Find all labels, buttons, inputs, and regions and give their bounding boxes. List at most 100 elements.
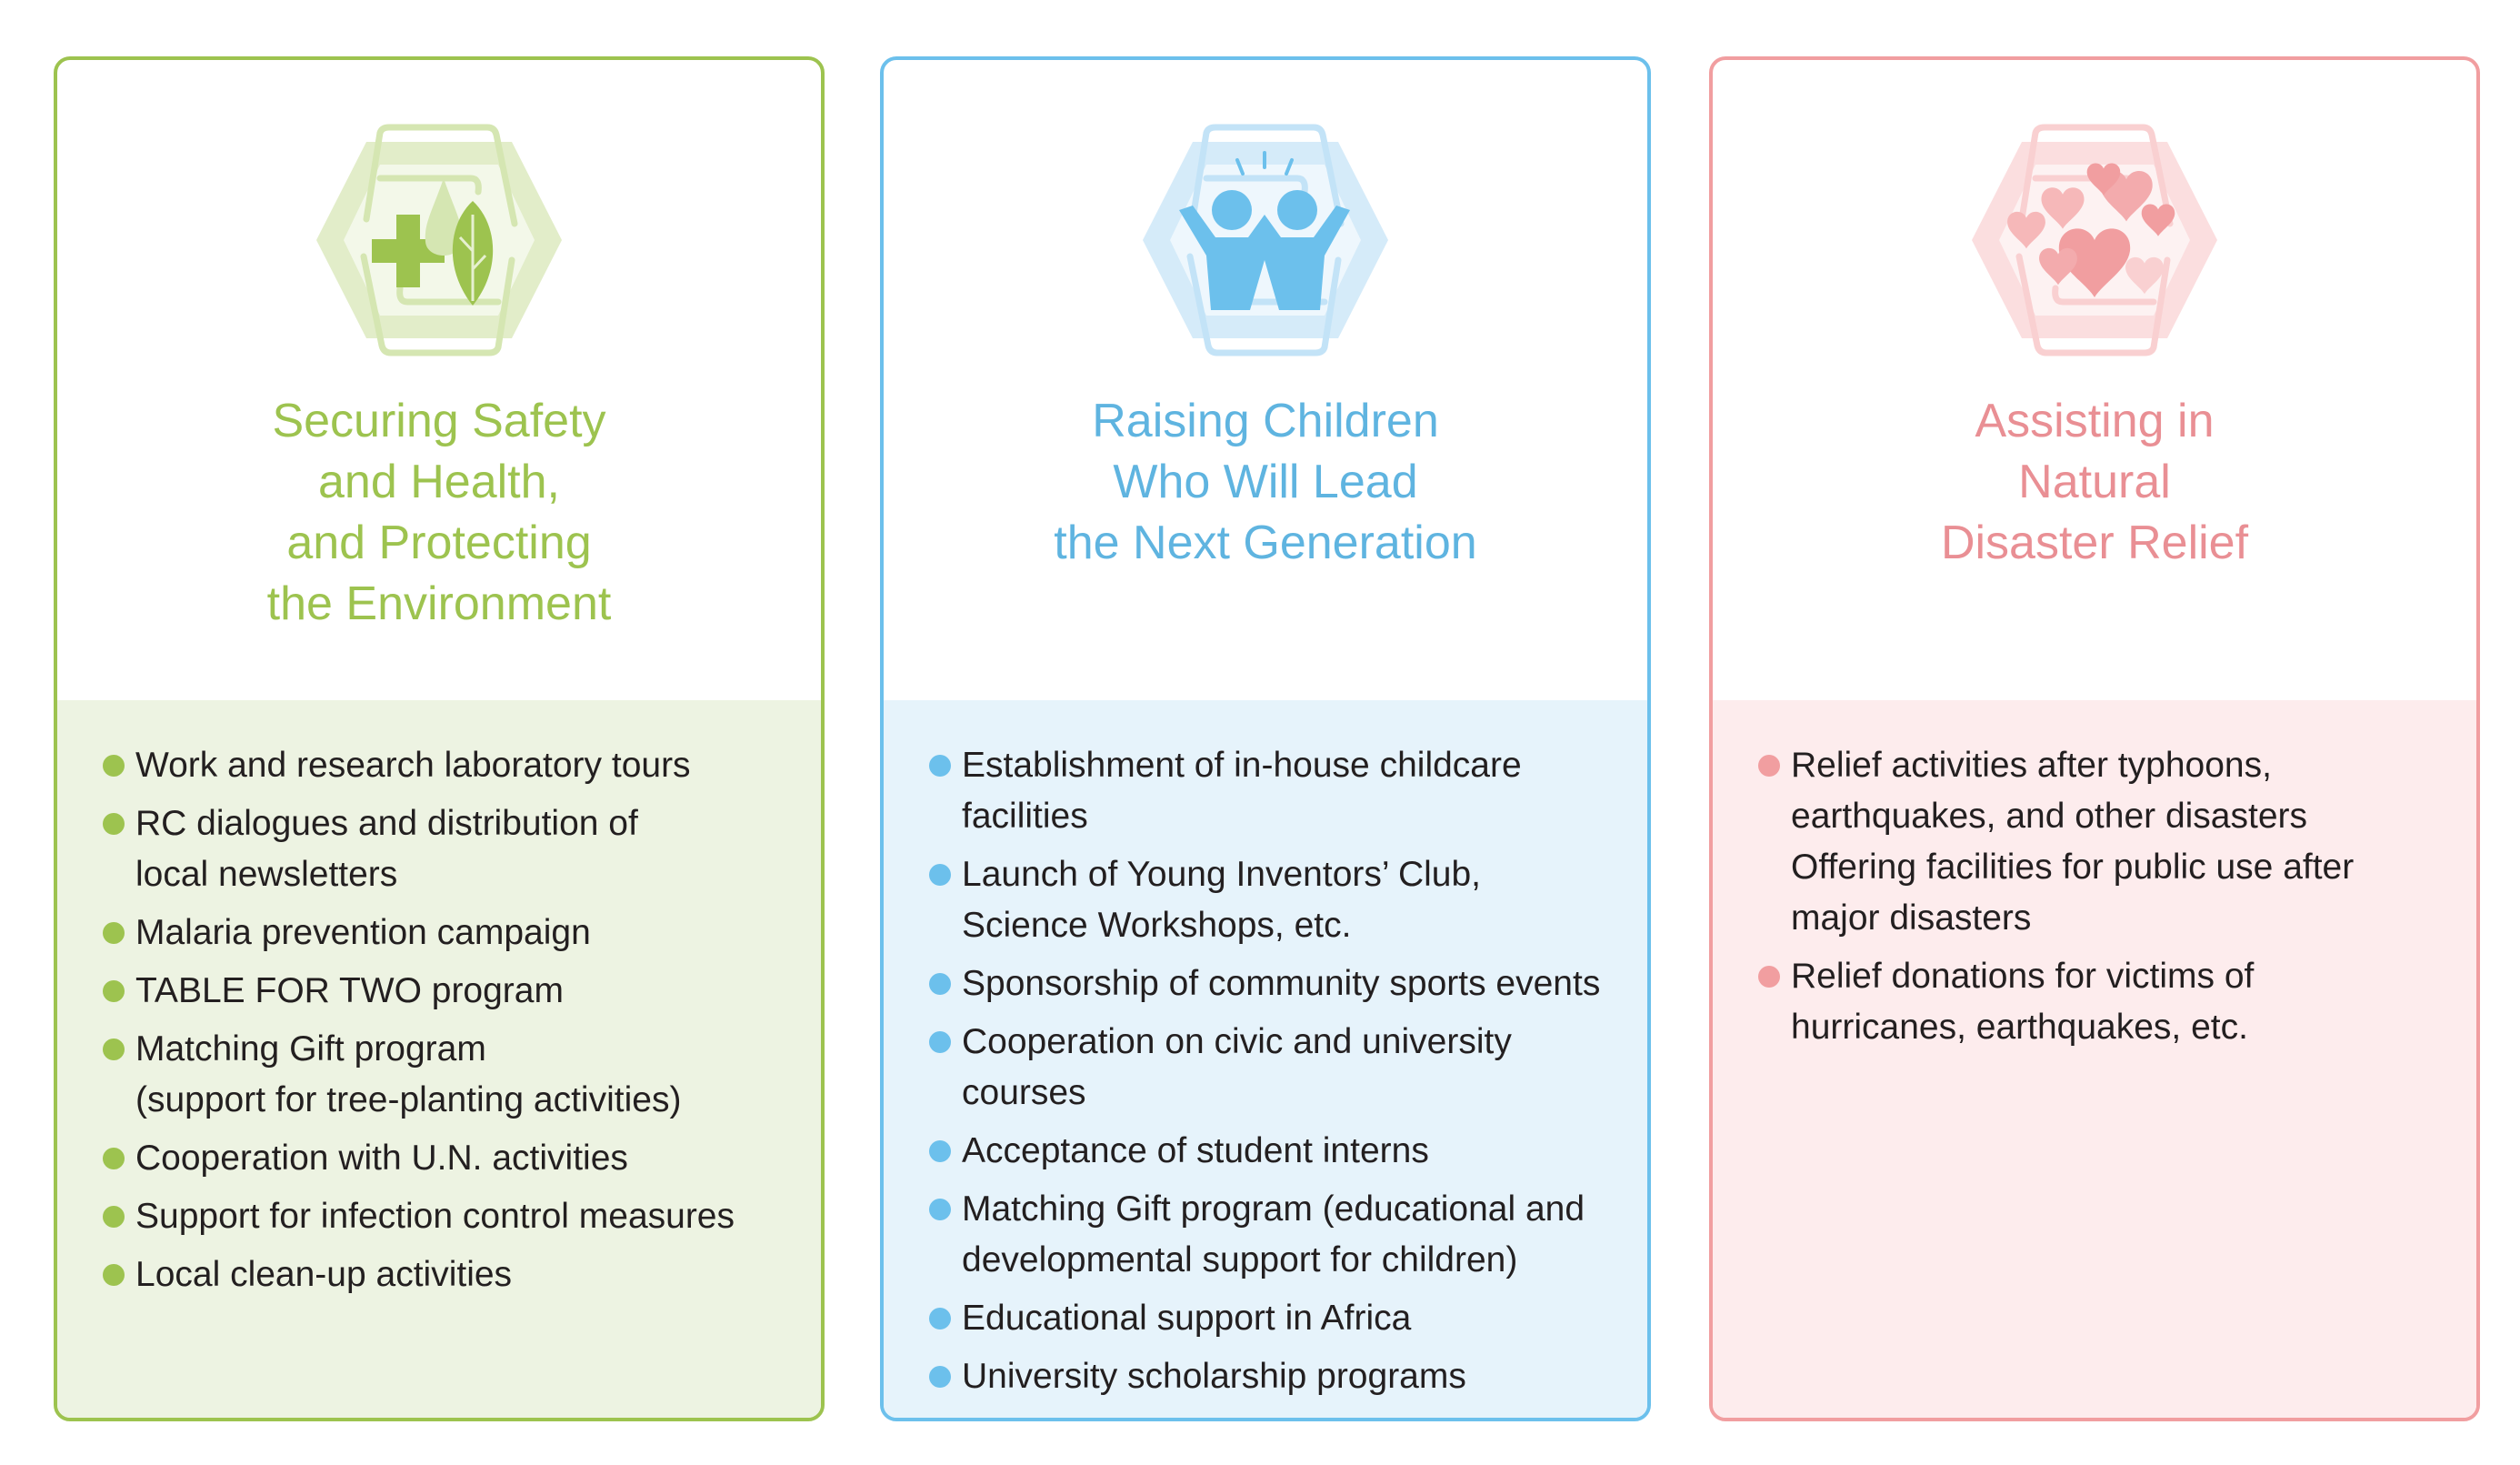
title-line: Securing Safety [272, 395, 606, 447]
list-item-text: Science Workshops, etc. [962, 906, 1352, 945]
bullet-icon [103, 922, 125, 944]
list-item: Relief activities after typhoons,earthqu… [1758, 740, 2458, 944]
list-item-text: Acceptance of student interns [962, 1131, 1429, 1170]
child-head-icon [1277, 190, 1317, 230]
hand-bottom-icon [1186, 253, 1342, 356]
list-item-text: Cooperation with U.N. activities [135, 1139, 628, 1178]
title-line: the Next Generation [1054, 517, 1477, 569]
activity-list: Establishment of in-house childcare facil… [929, 740, 1629, 1410]
bullet-icon [103, 1206, 125, 1228]
cross-icon [372, 215, 445, 287]
hand-top-icon [2018, 124, 2174, 227]
list-item-text: Launch of Young Inventors’ Club, [962, 855, 1481, 894]
bullet-icon [929, 1199, 951, 1220]
list-item-text: Sponsorship of community sports events [962, 964, 1601, 1003]
heart-icon [2041, 187, 2085, 229]
list-item: Malaria prevention campaign [103, 908, 803, 958]
title-line: Assisting in [1975, 395, 2215, 447]
title-line: the Environment [266, 577, 612, 630]
children-cheering-icon [1143, 124, 1388, 356]
bullet-icon [1758, 755, 1780, 777]
list-item-text: RC dialogues and distribution of [135, 804, 638, 843]
activity-list-panel: Relief activities after typhoons,earthqu… [1713, 700, 2476, 1418]
title-line: Disaster Relief [1940, 517, 2249, 569]
activity-list: Work and research laboratory tours RC dia… [103, 740, 803, 1308]
list-item-text: Matching Gift program (educational and [962, 1189, 1585, 1229]
activity-list-panel: Establishment of in-house childcare facil… [884, 700, 1647, 1418]
bullet-icon [929, 973, 951, 995]
list-item: Local clean-up activities [103, 1249, 803, 1300]
list-item-text: earthquakes, and other disasters [1791, 797, 2308, 836]
list-item: TABLE FOR TWO program [103, 966, 803, 1017]
bullet-icon [929, 755, 951, 777]
heart-icon [2007, 211, 2045, 249]
list-item: Sponsorship of community sports events [929, 958, 1629, 1009]
list-item: Cooperation on civic and university cours… [929, 1017, 1629, 1119]
list-item-text: Work and research laboratory tours [135, 746, 691, 785]
heart-icon [2141, 204, 2175, 236]
bullet-icon [103, 813, 125, 835]
list-item-text: Local clean-up activities [135, 1255, 513, 1294]
bullet-icon [1758, 966, 1780, 988]
list-item-text: Offering facilities for public use after [1791, 848, 2355, 887]
bullet-icon [929, 1140, 951, 1162]
title-line: Who Will Lead [1113, 456, 1418, 508]
bullet-icon [103, 755, 125, 777]
activity-list: Relief activities after typhoons,earthqu… [1758, 740, 2458, 1060]
list-item-text: TABLE FOR TWO program [135, 971, 564, 1010]
list-item: Acceptance of student interns [929, 1126, 1629, 1177]
heart-icon [2086, 163, 2121, 196]
list-item-text: Cooperation on civic and university [962, 1022, 1512, 1061]
list-item-text: Relief donations for victims of [1791, 957, 2255, 996]
hand-top-icon [363, 124, 518, 227]
list-item-text: University scholarship programs [962, 1357, 1466, 1396]
heart-icon [2058, 228, 2131, 297]
heart-icon [2125, 256, 2164, 295]
list-item: Matching Gift program (educational and de… [929, 1184, 1629, 1286]
title-line: and Protecting [286, 517, 592, 569]
list-item-text: Educational support in Africa [962, 1299, 1412, 1338]
list-item-text: (support for tree-planting activities) [135, 1080, 682, 1119]
bullet-icon [929, 1366, 951, 1388]
list-item: University scholarship programs [929, 1351, 1629, 1402]
bullet-icon [929, 1308, 951, 1330]
bullet-icon [103, 1264, 125, 1286]
list-item-text: facilities [962, 797, 1088, 836]
hearts-icon [1972, 124, 2217, 356]
hand-bottom-icon [2015, 253, 2171, 356]
list-item-text: Support for infection control measures [135, 1197, 735, 1236]
list-item-text: Establishment of in-house childcare [962, 746, 1522, 785]
list-item: Educational support in Africa [929, 1293, 1629, 1344]
list-item: Establishment of in-house childcare facil… [929, 740, 1629, 842]
heart-icon [2039, 247, 2077, 286]
list-item-text: developmental support for children) [962, 1240, 1518, 1279]
title-line: Raising Children [1092, 395, 1439, 447]
child-head-icon [1212, 190, 1252, 230]
activity-list-panel: Work and research laboratory tours RC dia… [57, 700, 821, 1418]
list-item-text: Malaria prevention campaign [135, 913, 591, 952]
hand-top-icon [1189, 124, 1345, 227]
bullet-icon [929, 864, 951, 886]
list-item-text: Matching Gift program [135, 1029, 486, 1069]
list-item-text: courses [962, 1073, 1086, 1112]
list-item: RC dialogues and distribution of local ne… [103, 798, 803, 900]
title-line: Natural [2018, 456, 2171, 508]
list-item: Support for infection control measures [103, 1191, 803, 1242]
list-item-text: major disasters [1791, 898, 2032, 938]
child-body-icon [1179, 206, 1350, 310]
list-item-text: local newsletters [135, 855, 398, 894]
bullet-icon [103, 1148, 125, 1169]
list-item: Work and research laboratory tours [103, 740, 803, 791]
medical-cross-leaf-icon [316, 124, 562, 356]
list-item-text: hurricanes, earthquakes, etc. [1791, 1008, 2248, 1047]
bullet-icon [103, 980, 125, 1002]
list-item: Matching Gift program (support for tree-p… [103, 1024, 803, 1126]
